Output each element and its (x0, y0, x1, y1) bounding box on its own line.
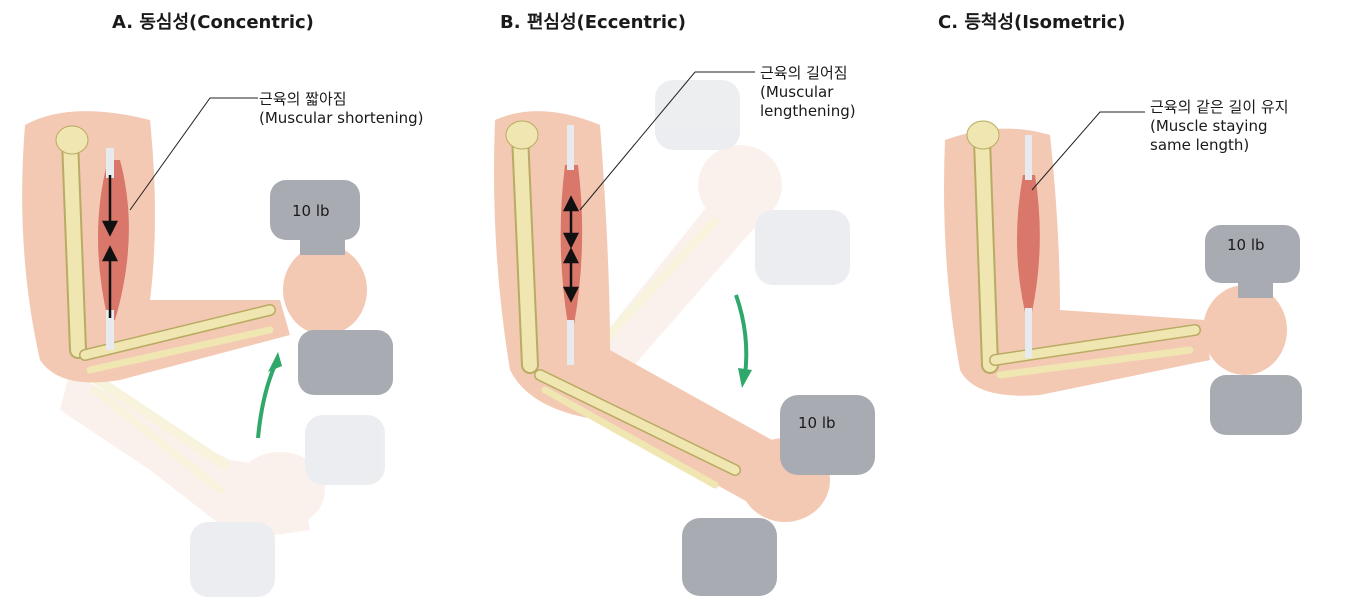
label-korean: 근육의 짧아짐 (259, 90, 347, 108)
curved-arrow-down-icon (734, 294, 749, 376)
humerus-bone (975, 133, 997, 372)
curved-arrow-up-icon (256, 364, 277, 439)
humerus-bone (63, 133, 85, 357)
ghost-dumbbell-icon (305, 415, 385, 485)
hand (1203, 285, 1287, 375)
label-korean: 근육의 길어짐 (760, 64, 848, 82)
leader-line (579, 71, 755, 211)
ghost-dumbbell-icon (655, 80, 740, 150)
humerus-bone (513, 128, 537, 372)
label-english-line: (Muscular shortening) (259, 109, 424, 127)
label-english-line: same length) (1150, 136, 1250, 154)
panel-concentric: A. 동심성(Concentric) (0, 0, 450, 614)
concentric-arm-illustration (22, 97, 393, 597)
annotation-label: 근육의 길어짐 (Muscular lengthening) (760, 64, 856, 121)
panel-title: B. 편심성(Eccentric) (500, 12, 686, 33)
ghost-forearm (595, 80, 850, 370)
panel-title: A. 동심성(Concentric) (112, 12, 314, 33)
dumbbell-icon (1205, 225, 1300, 283)
panel-eccentric: B. 편심성(Eccentric) (450, 0, 920, 614)
eccentric-arm-illustration (494, 71, 875, 596)
panel-isometric: C. 등척성(Isometric) 10 lb 근육의 같은 길이 유지 (Mu… (920, 0, 1349, 614)
label-english-line: (Muscular (760, 83, 834, 101)
double-arrow-icon (101, 175, 119, 318)
forearm-bone (80, 305, 275, 360)
ghost-forearm (60, 370, 385, 597)
leader-line (1031, 111, 1145, 191)
leader-line (129, 97, 258, 211)
weight-label: 10 lb (292, 202, 330, 220)
upper-arm-skin (22, 111, 291, 383)
isometric-arm-illustration (944, 111, 1302, 435)
weight-label: 10 lb (1227, 236, 1265, 254)
label-korean: 근육의 같은 길이 유지 (1150, 98, 1289, 116)
double-arrow-icon (562, 195, 580, 303)
annotation-label: 근육의 짧아짐 (Muscular shortening) (259, 90, 424, 128)
dumbbell-icon (780, 395, 875, 475)
dumbbell-icon (270, 180, 360, 240)
label-english-line: lengthening) (760, 102, 856, 120)
hand (283, 245, 367, 335)
label-english-line: (Muscle staying (1150, 117, 1268, 135)
panel-title: C. 등척성(Isometric) (938, 12, 1126, 33)
forearm-bone (535, 370, 740, 475)
biceps-muscle (98, 160, 129, 320)
weight-label: 10 lb (798, 414, 836, 432)
arm-skin (944, 128, 1210, 396)
biceps-muscle (1016, 175, 1040, 312)
annotation-label: 근육의 같은 길이 유지 (Muscle staying same length… (1150, 98, 1289, 155)
